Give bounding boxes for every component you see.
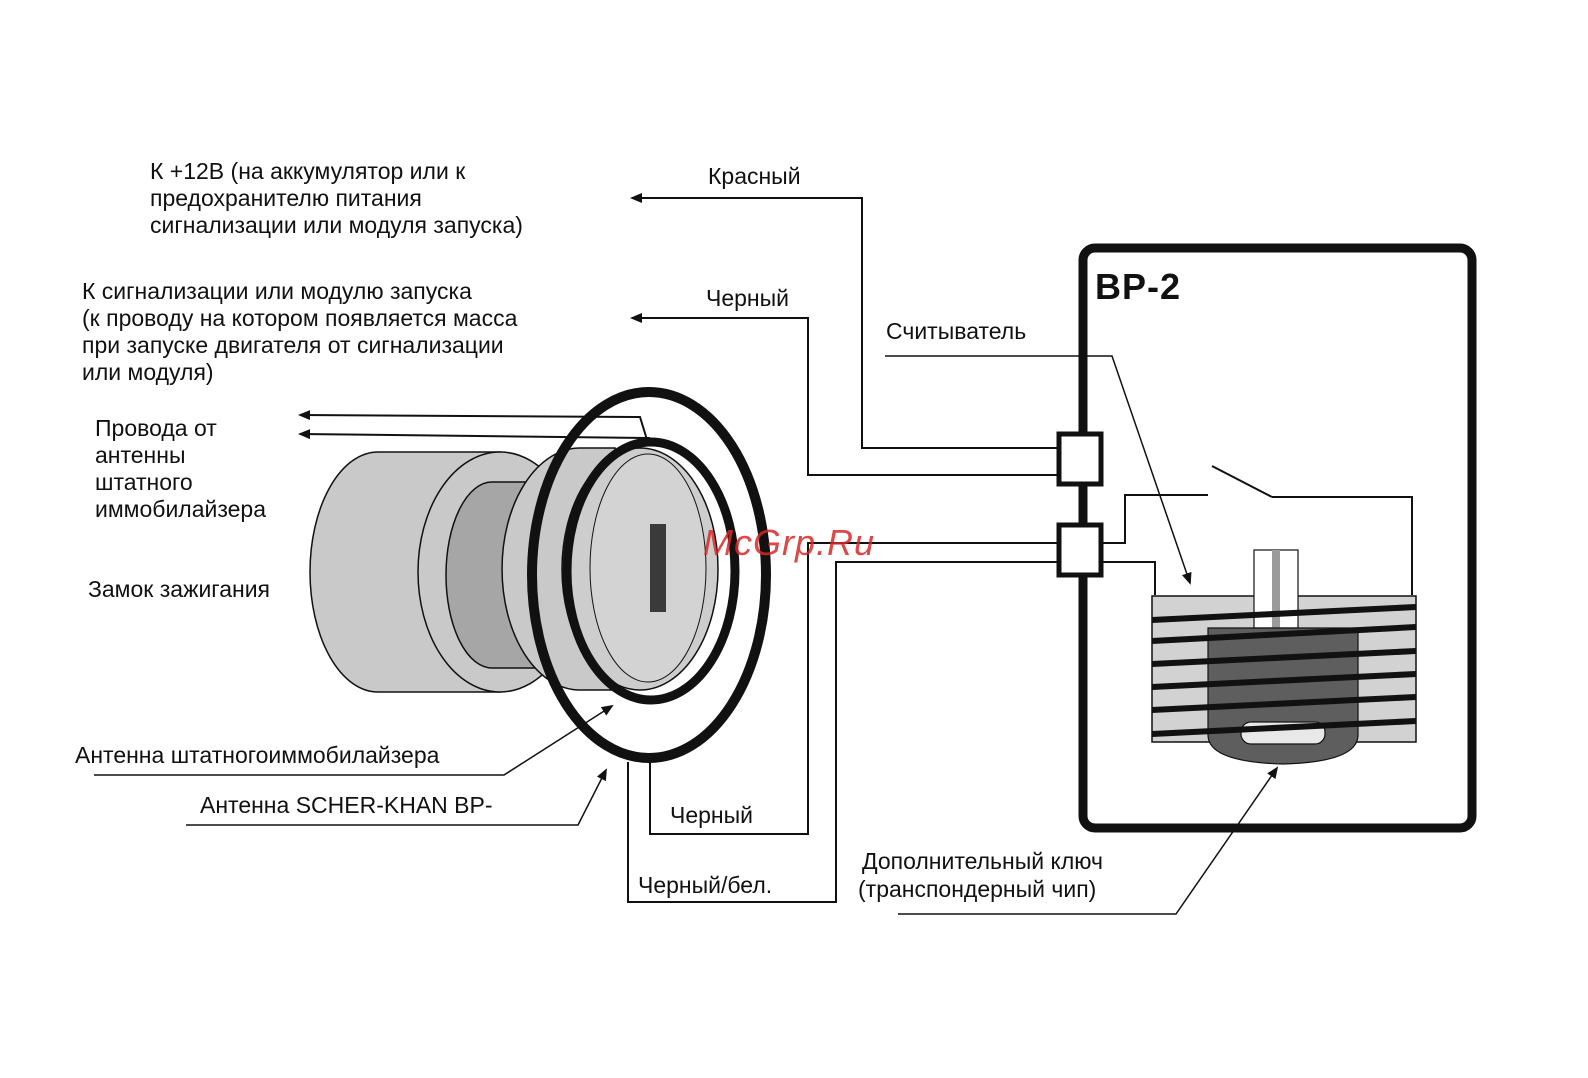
std-antenna-label: Антенна штатногоиммобилайзера: [75, 742, 440, 768]
wire-black-alarm: [630, 313, 1059, 476]
leader-std-antenna: [94, 704, 614, 776]
wire-red-label: Красный: [708, 163, 801, 189]
wire-reader-3: [1101, 561, 1156, 595]
std-antenna-ring: [562, 437, 740, 705]
alarm-label-line3: при запуске двигателя от сигнализации: [82, 332, 504, 358]
antenna-wires-label-line3: штатного: [95, 469, 193, 495]
wire-black-top-label: Черный: [706, 285, 789, 311]
antenna-wires-label-line4: иммобилайзера: [95, 496, 267, 522]
leader-reader: [885, 355, 1192, 585]
ignition-lock-label: Замок зажигания: [88, 576, 270, 602]
reader-coil-drawing: [1151, 549, 1417, 765]
power-label-line1: К +12В (на аккумулятор или к: [150, 158, 466, 184]
wire-black-white-antenna: [627, 561, 1059, 903]
module-title: BP-2: [1095, 266, 1182, 307]
wire-std-antenna-1: [298, 410, 649, 444]
ignition-lock-drawing: [309, 447, 719, 693]
power-label-line3: сигнализации или модуля запуска): [150, 212, 523, 238]
power-label-line2: предохранителю питания: [150, 185, 422, 211]
wire-red: [630, 193, 1059, 449]
wire-reader-1: [1101, 494, 1208, 544]
wire-std-antenna-2: [298, 429, 651, 440]
wire-black-antenna: [649, 542, 1059, 835]
wire-black-white-label: Черный/бел.: [638, 872, 773, 898]
alarm-label-line4: или модуля): [82, 359, 214, 385]
watermark: McGrp.Ru: [703, 522, 876, 563]
wire-switch: [1211, 465, 1273, 498]
wire-black-bottom-label: Черный: [670, 802, 753, 828]
extra-key-label-line2: (транспондерный чип): [858, 876, 1097, 902]
antenna-wires-label-line1: Провода от: [95, 415, 217, 441]
alarm-label-line2: (к проводу на котором появляется масса: [82, 305, 518, 331]
leader-sk-antenna: [186, 768, 607, 826]
alarm-label-line1: К сигнализации или модулю запуска: [82, 278, 472, 304]
wire-reader-2: [1272, 496, 1413, 595]
antenna-wires-label-line2: антенны: [95, 442, 186, 468]
sk-antenna-label: Антенна SCHER-KHAN BP-: [200, 792, 493, 818]
sk-antenna-ring: [527, 387, 771, 763]
connector-top: [1056, 431, 1104, 487]
connector-bottom: [1056, 522, 1104, 578]
reader-label: Считыватель: [886, 318, 1027, 344]
leader-extra-key: [898, 766, 1279, 915]
extra-key-label-line1: Дополнительный ключ: [862, 848, 1103, 874]
